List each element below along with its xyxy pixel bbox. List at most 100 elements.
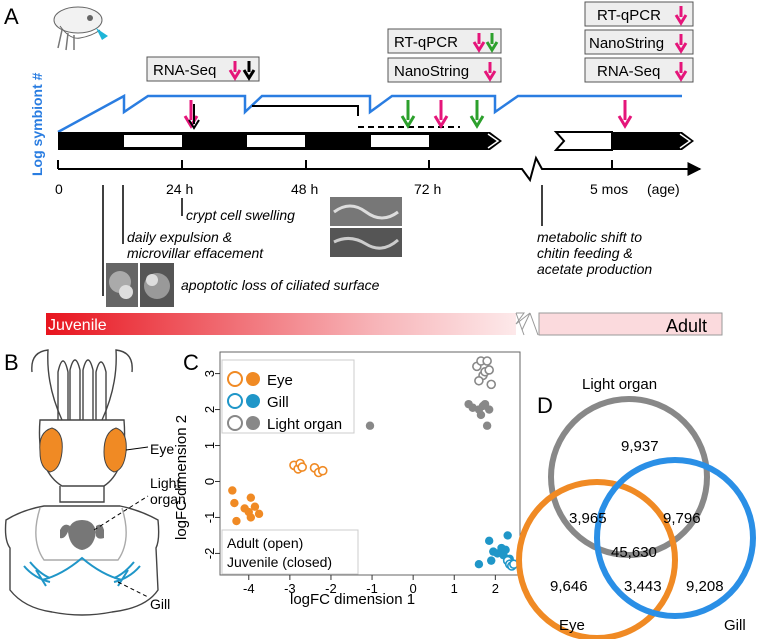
sample-arrows xyxy=(183,100,633,130)
venn-circle-gill xyxy=(594,457,756,619)
light-organ-adult-point-5 xyxy=(484,365,494,375)
timeline-ylabel: Log symbiont # xyxy=(29,72,45,176)
venn-label-gill: Gill xyxy=(724,617,746,634)
light-organ-juvenile-point-4 xyxy=(476,410,486,420)
eye-juvenile-point-6 xyxy=(246,513,256,522)
gill-juvenile-point-0 xyxy=(474,560,484,569)
mds-ytick-label-3: 1 xyxy=(202,442,217,449)
symbiont-curve xyxy=(57,93,682,134)
event-expulsion-2: microvillar effacement xyxy=(127,245,264,261)
legend-lo-open-marker xyxy=(227,415,243,431)
svg-text:RNA-Seq: RNA-Seq xyxy=(153,62,216,79)
mds-xtick-label-6: 2 xyxy=(492,581,499,596)
tick-48h: 48 h xyxy=(291,181,318,197)
time-ticks xyxy=(57,160,613,169)
label-gill: Gill xyxy=(150,596,170,612)
venn-lo-gill: 9,796 xyxy=(663,510,701,527)
mds-ylabel: logFC dimension 2 xyxy=(173,415,190,540)
light-organ-shape xyxy=(60,520,104,550)
event-crypt: crypt cell swelling xyxy=(186,207,295,223)
legend-eye: Eye xyxy=(267,372,293,389)
gill-juvenile-point-8 xyxy=(503,531,512,540)
mds-legend xyxy=(221,359,355,434)
mds-xtick-label-1: -3 xyxy=(284,581,296,596)
panel-label-a: A xyxy=(4,4,19,29)
svg-text:RT-qPCR: RT-qPCR xyxy=(394,34,458,51)
legend-eye-open-marker xyxy=(227,371,243,387)
assay-rtqpcr-adult: RT-qPCR xyxy=(584,1,694,27)
light-organ-juvenile-point-8 xyxy=(484,405,494,414)
mds-ytick-label-4: 2 xyxy=(202,406,217,413)
gill-shape xyxy=(23,556,141,587)
legend-eye-closed-marker xyxy=(246,372,260,386)
event-apoptotic: apoptotic loss of ciliated surface xyxy=(181,277,380,293)
venn-eye-lo: 3,965 xyxy=(569,510,607,527)
eye-adult-point-6 xyxy=(317,465,328,476)
life-stage-bar xyxy=(46,312,723,336)
mds-note-1: Adult (open) xyxy=(227,535,303,551)
svg-text:RNA-Seq: RNA-Seq xyxy=(597,63,660,80)
mds-ytick-label-0: -2 xyxy=(202,548,217,560)
svg-text:NanoString: NanoString xyxy=(589,35,664,52)
mds-points xyxy=(228,356,519,571)
mds-note-box xyxy=(221,529,359,575)
venn-eye-gill: 3,443 xyxy=(624,578,662,595)
assay-rnaseq-juv: RNA-Seq xyxy=(146,56,260,82)
day-night-bar-adult xyxy=(553,131,694,151)
event-metabolic-1: metabolic shift to xyxy=(537,229,642,245)
age-label: (age) xyxy=(647,181,680,197)
legend-gill-closed-marker xyxy=(246,394,260,408)
light-organ-juvenile-point-7 xyxy=(482,421,492,430)
eye-adult-point-3 xyxy=(297,462,307,472)
venn-label-eye: Eye xyxy=(559,617,585,634)
label-eye: Eye xyxy=(150,441,174,457)
mds-xlabel: logFC dimension 1 xyxy=(290,591,415,608)
light-organ-adult-point-6 xyxy=(486,379,497,390)
venn-gill-only: 9,208 xyxy=(686,578,724,595)
assay-rnaseq-adult: RNA-Seq xyxy=(584,57,694,83)
venn-eye-only: 9,646 xyxy=(550,578,588,595)
eye-juvenile-point-2 xyxy=(232,516,241,526)
label-light-1: Light xyxy=(150,475,180,491)
event-expulsion-1: daily expulsion & xyxy=(127,229,232,245)
mds-note-2: Juvenile (closed) xyxy=(227,554,332,570)
event-metabolic-3: acetate production xyxy=(537,261,652,277)
squid-anatomy xyxy=(4,349,160,616)
time-axis xyxy=(58,155,702,183)
micrograph-crypt xyxy=(330,197,402,257)
tick-0: 0 xyxy=(55,181,63,197)
assay-rtqpcr-mid: RT-qPCR xyxy=(387,28,502,54)
mds-xtick-label-2: -2 xyxy=(325,581,337,596)
light-organ-adult-point-7 xyxy=(474,375,484,386)
svg-text:NanoString: NanoString xyxy=(394,63,469,80)
gill-juvenile-point-2 xyxy=(487,556,496,565)
assay-nanostring-mid: NanoString xyxy=(387,57,502,83)
legend-gill: Gill xyxy=(267,394,289,411)
day-night-bar-juvenile xyxy=(58,132,502,150)
venn-lo-only: 9,937 xyxy=(621,438,659,455)
mds-xtick-label-3: -1 xyxy=(366,581,378,596)
mds-xtick-label-4: 0 xyxy=(410,581,417,596)
gill-juvenile-point-1 xyxy=(484,536,494,546)
eye-juvenile-point-5 xyxy=(246,493,256,502)
panel-label-d: D xyxy=(537,393,553,418)
panel-label-c: C xyxy=(183,350,199,375)
legend-light-organ: Light organ xyxy=(267,416,342,433)
eye-juvenile-point-7 xyxy=(250,502,260,511)
tick-24h: 24 h xyxy=(166,181,193,197)
mds-xtick-label-5: 1 xyxy=(451,581,458,596)
mds-plot-frame xyxy=(219,351,521,576)
eye-shape xyxy=(39,427,127,473)
light-organ-juvenile-point-0 xyxy=(365,421,375,430)
tick-5mos: 5 mos xyxy=(590,181,628,197)
mds-ytick-label-2: 0 xyxy=(202,478,217,485)
panel-label-b: B xyxy=(4,350,19,375)
mds-xtick-label-0: -4 xyxy=(243,581,255,596)
venn-all: 45,630 xyxy=(611,544,657,561)
event-metabolic-2: chitin feeding & xyxy=(537,245,633,261)
anatomy-leader-lines xyxy=(93,446,149,598)
label-adult: Adult xyxy=(666,316,707,336)
squid-icon xyxy=(53,6,108,51)
